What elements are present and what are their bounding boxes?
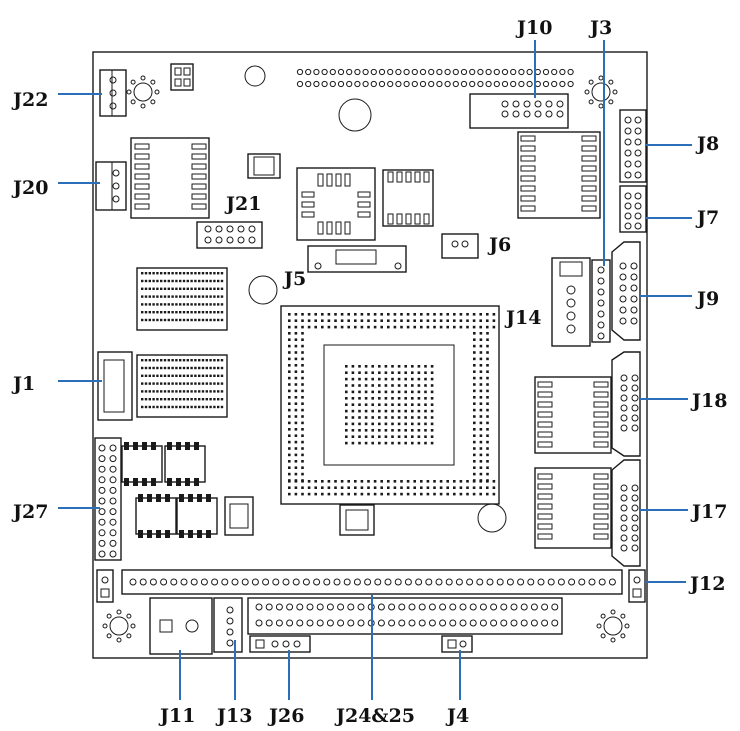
label-j21: J21 xyxy=(224,193,261,215)
connector-j14 xyxy=(551,257,591,347)
connector-j3 xyxy=(591,259,611,343)
connector-j9 xyxy=(611,241,641,341)
ic-left-upper xyxy=(130,137,210,219)
ic-right-middle xyxy=(534,376,612,454)
connector-j27 xyxy=(94,437,122,561)
label-j10: J10 xyxy=(515,17,552,39)
connector-j12-left-pin xyxy=(96,569,114,603)
label-j4: J4 xyxy=(445,705,469,727)
label-j18: J18 xyxy=(690,390,727,412)
label-j17: J17 xyxy=(690,501,727,523)
ic-right-lower xyxy=(534,467,612,549)
label-j8: J8 xyxy=(695,133,719,155)
ic-right-upper xyxy=(517,131,601,219)
label-j5: J5 xyxy=(282,268,306,290)
connector-j22 xyxy=(99,69,127,117)
transformer-3 xyxy=(135,494,177,538)
inductor-top xyxy=(247,153,281,179)
label-j9: J9 xyxy=(695,288,719,310)
connector-j26 xyxy=(249,635,311,653)
capacitor-center-top xyxy=(338,98,372,132)
connector-j20 xyxy=(95,161,127,211)
socket-chip xyxy=(296,167,376,241)
board-outline xyxy=(92,51,648,659)
connector-j8 xyxy=(619,109,647,183)
connector-j6 xyxy=(441,233,479,259)
connector-j13 xyxy=(213,597,243,653)
label-j14: J14 xyxy=(504,307,541,329)
label-j1: J1 xyxy=(11,373,35,395)
label-j27: J27 xyxy=(11,501,48,523)
connector-j4 xyxy=(441,635,473,653)
connector-j10 xyxy=(469,93,569,129)
chip-soic xyxy=(382,169,434,227)
label-j24-25: J24&25 xyxy=(334,705,415,727)
memory-chip-2 xyxy=(136,354,228,418)
connector-j12 xyxy=(628,569,646,603)
connector-j11 xyxy=(149,597,213,655)
label-j7: J7 xyxy=(695,207,719,229)
connector-j17 xyxy=(611,459,641,567)
cpu-bga xyxy=(280,305,500,505)
label-j6: J6 xyxy=(487,234,511,256)
header-bottom-long xyxy=(121,569,623,595)
inductor-bottom-center xyxy=(339,504,375,536)
jumper-top-left xyxy=(170,63,194,91)
connector-j5 xyxy=(307,245,407,273)
label-j11: J11 xyxy=(158,705,195,727)
transformer-1 xyxy=(121,442,163,486)
capacitor-right-low xyxy=(477,503,507,533)
label-j13: J13 xyxy=(215,705,252,727)
transformer-4 xyxy=(176,494,218,538)
label-j20: J20 xyxy=(11,177,48,199)
memory-chip-1 xyxy=(136,267,228,331)
header-top xyxy=(296,68,574,88)
connector-j7 xyxy=(619,185,647,233)
label-j12: J12 xyxy=(688,573,725,595)
mounting-holes xyxy=(102,75,630,643)
label-j22: J22 xyxy=(11,89,48,111)
capacitor-top xyxy=(244,65,266,87)
capacitor-left-mid xyxy=(248,275,278,305)
connector-j1 xyxy=(97,351,133,421)
label-j26: J26 xyxy=(267,705,304,727)
connector-j24-25 xyxy=(247,597,563,635)
label-j3: J3 xyxy=(588,17,612,39)
connector-j18 xyxy=(611,351,641,457)
inductor-lower xyxy=(224,496,254,536)
connector-j21 xyxy=(196,221,263,249)
transformer-2 xyxy=(164,442,206,486)
